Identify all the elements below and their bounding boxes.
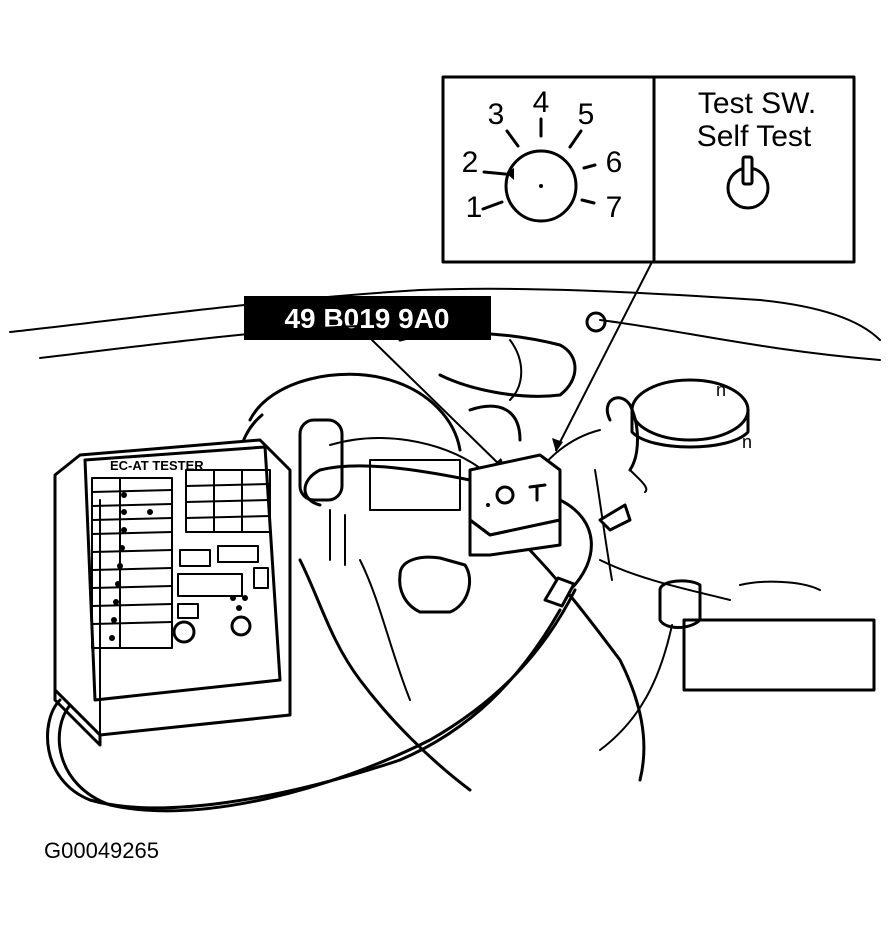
led-indicator bbox=[117, 563, 123, 569]
cylinder-part bbox=[298, 418, 344, 502]
leader-arrow-switch bbox=[552, 438, 563, 452]
ignition-coil bbox=[682, 618, 876, 692]
led-indicator bbox=[109, 635, 115, 641]
tester-button-2[interactable] bbox=[217, 545, 259, 563]
module-wire-a bbox=[303, 464, 472, 507]
led-panel-frame bbox=[91, 477, 173, 649]
alligator-clip bbox=[629, 469, 648, 493]
inset-panel: 1 2 3 4 5 6 7 Test SW. Self Test bbox=[441, 75, 856, 264]
led-indicator bbox=[119, 545, 125, 551]
strut-cap bbox=[630, 378, 750, 442]
dial-label-1: 1 bbox=[466, 191, 483, 224]
strut-mark-a: n bbox=[716, 380, 726, 400]
bracket-block bbox=[369, 459, 461, 511]
led-indicator bbox=[121, 492, 127, 498]
test-lead-right bbox=[606, 396, 639, 472]
tester-cable-b bbox=[57, 588, 577, 813]
test-switch-module bbox=[303, 404, 593, 592]
led-indicator bbox=[111, 617, 117, 623]
led-indicator bbox=[113, 599, 119, 605]
module-dial-knob bbox=[495, 485, 515, 505]
engine-contour-2 bbox=[359, 559, 411, 701]
hood-inner-edge bbox=[39, 325, 361, 359]
module-toggle-icon bbox=[528, 483, 547, 502]
tester-cable-a bbox=[46, 608, 562, 810]
module-wire-c bbox=[468, 404, 522, 442]
dial-tick-6 bbox=[582, 163, 597, 170]
module-output-wire bbox=[558, 498, 593, 592]
cable-connector bbox=[543, 576, 576, 608]
selector-dial-pointer bbox=[506, 168, 514, 180]
engine-bay-illustration: n n bbox=[9, 287, 881, 792]
test-switch-box bbox=[652, 75, 856, 264]
clip-jaw bbox=[598, 503, 632, 532]
tester-led-panel bbox=[91, 477, 173, 649]
bolt-head bbox=[585, 311, 607, 333]
dial-tick-3 bbox=[505, 129, 520, 148]
connector-plug bbox=[398, 555, 471, 614]
dial-tick-1 bbox=[481, 200, 504, 211]
engine-lower-contour bbox=[298, 558, 472, 792]
strut-mark-b: n bbox=[742, 432, 752, 452]
led-indicator bbox=[121, 509, 127, 515]
selector-dial-knob bbox=[504, 149, 578, 223]
tester-bottom-edge bbox=[53, 688, 102, 747]
tester-button-1[interactable] bbox=[179, 549, 211, 567]
engine-contour-4 bbox=[599, 559, 731, 601]
leader-line-part bbox=[371, 339, 506, 471]
module-wire-b bbox=[329, 437, 481, 469]
led-indicator bbox=[115, 581, 121, 587]
module-front bbox=[468, 518, 562, 557]
tester-readout bbox=[177, 573, 243, 597]
fender-line bbox=[599, 319, 881, 361]
tester-button-4[interactable] bbox=[177, 603, 199, 619]
selector-dial-center bbox=[539, 184, 543, 188]
dial-label-5: 5 bbox=[578, 98, 595, 131]
dial-label-7: 7 bbox=[606, 191, 623, 224]
led-indicator bbox=[121, 527, 127, 533]
dial-tick-5 bbox=[568, 129, 583, 149]
engine-contour-3 bbox=[518, 538, 646, 782]
tester-display-grid bbox=[185, 469, 271, 533]
module-dot bbox=[486, 503, 490, 507]
upper-hose bbox=[398, 331, 577, 398]
air-intake-top bbox=[248, 372, 462, 452]
strut-cap-side bbox=[630, 408, 750, 449]
ec-at-tester: EC-AT TESTER bbox=[46, 438, 577, 813]
dial-label-6: 6 bbox=[606, 146, 623, 179]
tester-knob-right[interactable] bbox=[230, 615, 252, 637]
test-switch-label-line2: Self Test bbox=[697, 120, 812, 153]
dial-tick-2 bbox=[482, 170, 507, 176]
hood-edge bbox=[9, 287, 881, 341]
dial-label-4: 4 bbox=[533, 86, 550, 119]
cylinder-rods bbox=[329, 509, 346, 566]
figure-id: G00049265 bbox=[44, 838, 159, 863]
tester-label: EC-AT TESTER bbox=[110, 458, 204, 473]
dial-label-3: 3 bbox=[488, 98, 505, 131]
tester-knob-left[interactable] bbox=[172, 620, 196, 644]
dial-tick-7 bbox=[580, 198, 596, 205]
test-switch-label-line1: Test SW. bbox=[698, 87, 816, 120]
dial-label-2: 2 bbox=[462, 146, 479, 179]
tester-button-3[interactable] bbox=[253, 567, 269, 589]
plug-wire bbox=[599, 624, 673, 751]
coil-top-line bbox=[739, 580, 821, 591]
led-indicator bbox=[147, 509, 153, 515]
hose-clamp bbox=[509, 339, 523, 401]
toggle-switch-lever bbox=[741, 155, 754, 186]
